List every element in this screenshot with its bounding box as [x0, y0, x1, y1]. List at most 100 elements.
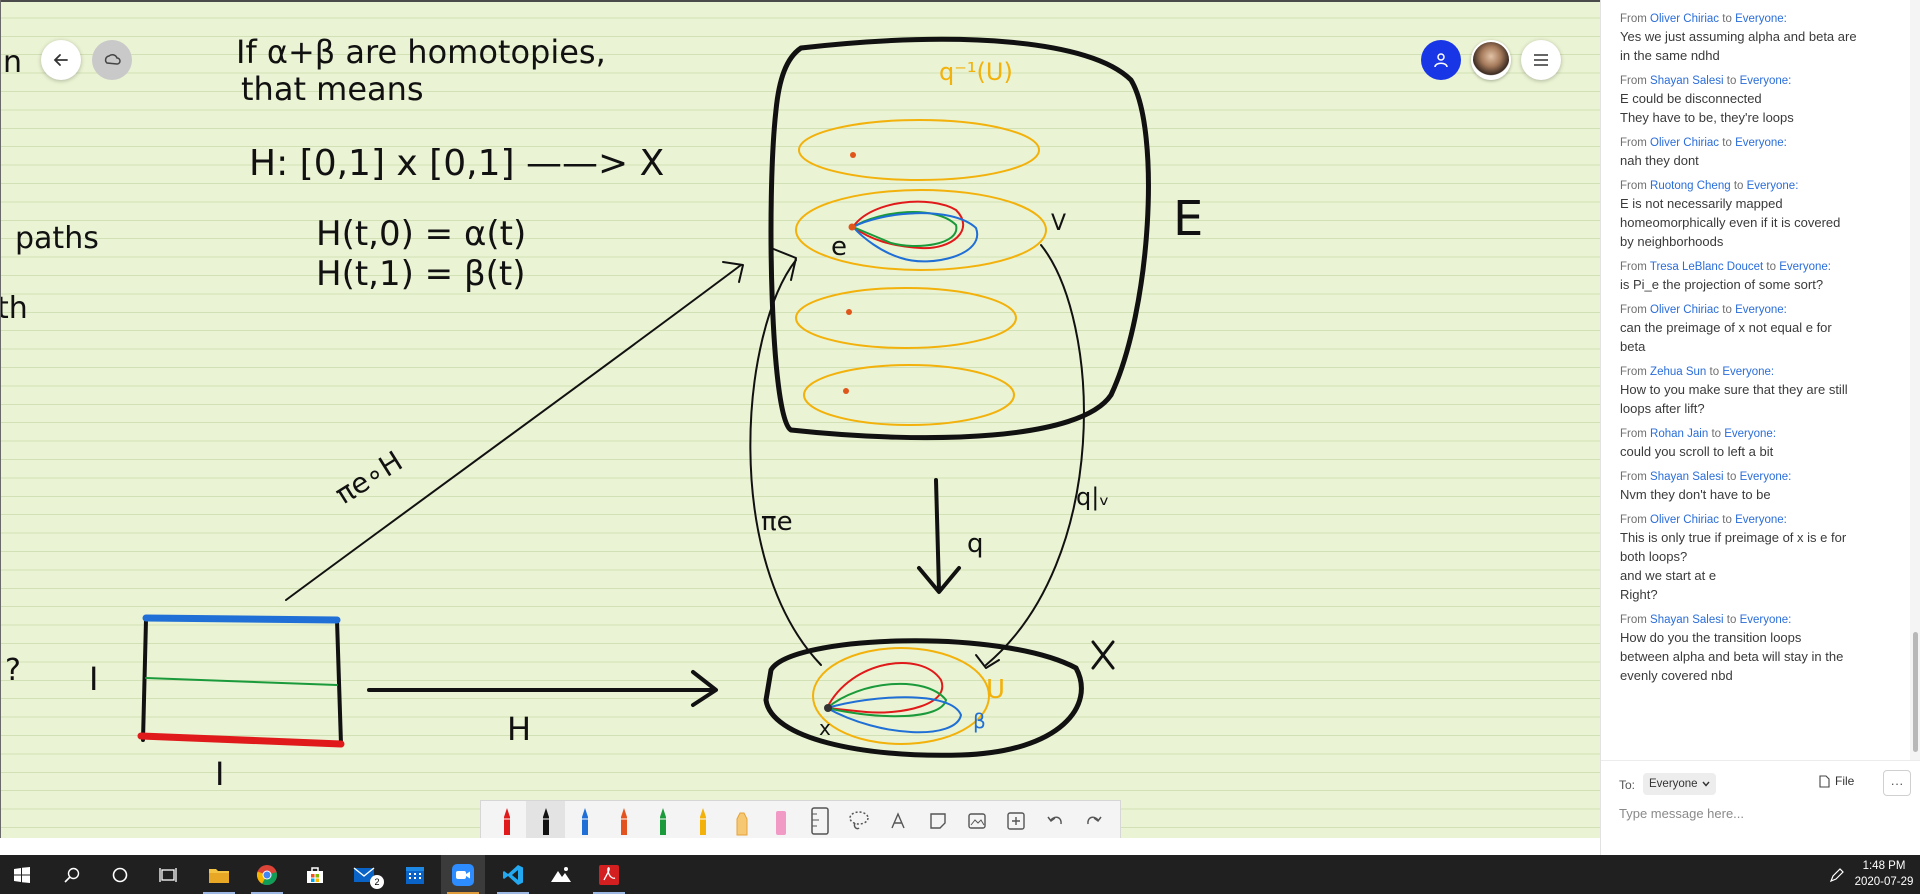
start-button[interactable] [0, 855, 44, 894]
task-view-button[interactable] [146, 855, 190, 894]
taskbar-photos[interactable] [539, 855, 583, 894]
to-word: to [1726, 471, 1737, 483]
taskbar-mail[interactable]: 2 [343, 855, 387, 894]
message-sender[interactable]: Oliver Chiriac [1650, 13, 1720, 25]
active-indicator [203, 892, 235, 894]
pen-orange-tool[interactable] [605, 801, 644, 838]
chat-message: From Shayan Salesi to Everyone:How do yo… [1620, 612, 1909, 685]
message-sender[interactable]: Ruotong Cheng [1650, 180, 1731, 192]
taskbar-zoom[interactable] [441, 855, 485, 894]
file-explorer-icon [209, 868, 229, 883]
map-H-label: H [507, 710, 531, 748]
undo-tool[interactable] [1036, 801, 1075, 838]
message-line: This is only true if preimage of x is e … [1620, 530, 1847, 545]
chat-message-meta: From Shayan Salesi to Everyone: [1620, 73, 1909, 89]
message-sender[interactable]: Rohan Jain [1650, 428, 1709, 440]
pen-red-tool[interactable] [487, 801, 526, 838]
from-word: From [1620, 471, 1647, 483]
message-sender[interactable]: Oliver Chiriac [1650, 514, 1720, 526]
from-word: From [1620, 261, 1647, 273]
pen-green-tool[interactable] [644, 801, 683, 838]
chat-message: From Tresa LeBlanc Doucet to Everyone:is… [1620, 259, 1909, 294]
menu-button[interactable] [1521, 40, 1561, 80]
chat-message-meta: From Shayan Salesi to Everyone: [1620, 469, 1909, 485]
system-clock[interactable]: 1:48 PM 2020-07-29 [1852, 858, 1916, 890]
pen-yellow-tool[interactable] [683, 801, 722, 838]
from-word: From [1620, 514, 1647, 526]
user-avatar[interactable] [1471, 40, 1511, 80]
chat-message: From Rohan Jain to Everyone:could you sc… [1620, 426, 1909, 461]
insert-tool[interactable] [996, 801, 1035, 838]
message-sender[interactable]: Tresa LeBlanc Doucet [1649, 261, 1764, 273]
recipient-select[interactable]: Everyone [1643, 773, 1716, 795]
message-recipient: Everyone: [1735, 304, 1787, 316]
zoom-icon [452, 863, 474, 886]
chat-message-list[interactable]: From Oliver Chiriac to Everyone:Yes we j… [1601, 0, 1909, 760]
sync-button[interactable] [92, 40, 132, 80]
eraser-icon [775, 811, 786, 835]
taskbar-calendar[interactable] [393, 855, 437, 894]
file-button[interactable]: File [1819, 774, 1854, 788]
whiteboard-canvas[interactable]: If α+β are homotopies, that means H: [0,… [0, 0, 1600, 838]
taskbar-search-button[interactable] [50, 855, 94, 894]
pen-blue-tool[interactable] [565, 801, 604, 838]
preimage-label: q⁻¹(U) [939, 58, 1013, 86]
cortana-button[interactable] [98, 855, 142, 894]
chat-scrollbar[interactable] [1910, 0, 1920, 760]
message-line: Right? [1620, 587, 1658, 602]
message-line: loops after lift? [1620, 401, 1705, 416]
message-sender[interactable]: Shayan Salesi [1650, 75, 1724, 87]
text-icon [891, 812, 906, 829]
share-button[interactable] [1421, 40, 1461, 80]
ruler-tool[interactable] [801, 801, 840, 838]
message-sender[interactable]: Oliver Chiriac [1650, 137, 1720, 149]
image-tool[interactable] [957, 801, 996, 838]
chrome-icon [256, 864, 277, 885]
more-options-button[interactable]: ··· [1883, 770, 1911, 796]
message-sender[interactable]: Oliver Chiriac [1650, 304, 1720, 316]
mail-icon [353, 866, 375, 882]
to-word: to [1709, 366, 1720, 378]
highlighter-icon [736, 812, 748, 836]
homotopy-definition: H: [0,1] x [0,1] ——> X [249, 143, 664, 184]
taskbar-chrome[interactable] [245, 855, 289, 894]
pen-workspace-button[interactable] [1822, 855, 1852, 894]
from-word: From [1620, 428, 1647, 440]
chat-message-meta: From Oliver Chiriac to Everyone: [1620, 11, 1909, 27]
chat-scrollbar-thumb[interactable] [1913, 632, 1918, 752]
taskbar-store[interactable] [293, 855, 337, 894]
acrobat-icon [599, 864, 619, 885]
to-word: to [1726, 614, 1737, 626]
message-line: between alpha and beta will stay in the [1620, 649, 1844, 664]
message-line: by neighborhoods [1620, 234, 1724, 249]
person-icon [1434, 53, 1448, 68]
taskbar-file-explorer[interactable] [197, 855, 241, 894]
taskbar-vscode[interactable] [491, 855, 535, 894]
back-button[interactable] [41, 40, 81, 80]
message-sender[interactable]: Shayan Salesi [1650, 471, 1724, 483]
message-sender[interactable]: Shayan Salesi [1650, 614, 1724, 626]
lasso-icon [849, 811, 870, 830]
lasso-tool[interactable] [840, 801, 879, 838]
chat-message-input[interactable] [1619, 801, 1904, 825]
chat-message: From Oliver Chiriac to Everyone:Yes we j… [1620, 11, 1909, 65]
chat-message-meta: From Tresa LeBlanc Doucet to Everyone: [1620, 259, 1909, 275]
boundary-condition-0: H(t,0) = α(t) [316, 214, 526, 254]
file-label: File [1835, 774, 1855, 788]
restricted-map-label: q|ᵥ [1076, 483, 1109, 511]
windows-taskbar: 2 1:48 PM 2020-07-29 [0, 855, 1920, 894]
active-indicator [593, 892, 625, 894]
message-line: could you scroll to left a bit [1620, 444, 1774, 459]
pen-black-tool[interactable] [526, 801, 566, 838]
chat-message-text: nah they dont [1620, 151, 1909, 170]
shape-icon [929, 813, 946, 829]
message-recipient: Everyone: [1735, 13, 1787, 25]
highlighter-tool[interactable] [722, 801, 761, 838]
pen-yellow-icon [699, 808, 706, 835]
shape-tool[interactable] [918, 801, 957, 838]
message-sender[interactable]: Zehua Sun [1650, 366, 1707, 378]
eraser-tool[interactable] [761, 801, 800, 838]
taskbar-acrobat[interactable] [587, 855, 631, 894]
redo-tool[interactable] [1075, 801, 1114, 838]
text-tool[interactable] [879, 801, 918, 838]
